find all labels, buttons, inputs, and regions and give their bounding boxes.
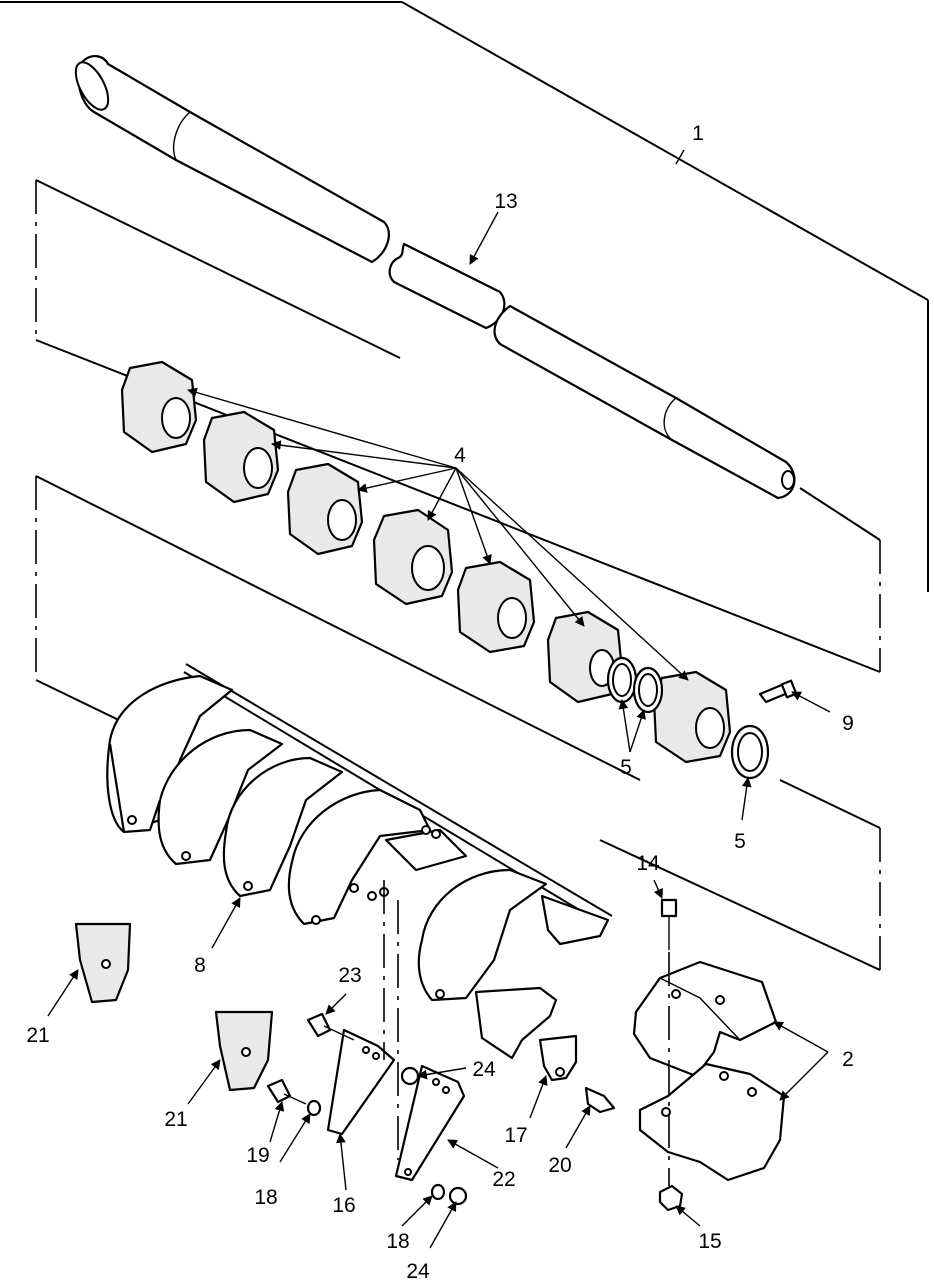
ring-5c [730,724,770,780]
hex-bushing-2 [202,410,280,504]
washer-18a [306,1099,322,1117]
knife-21b [214,1010,274,1092]
callout-5b: 5 [734,830,746,853]
callout-17: 17 [504,1124,527,1147]
callout-14: 14 [636,852,660,875]
hex-bushing-4 [372,508,454,606]
callout-24b: 24 [406,1260,430,1283]
nut-24a [400,1066,420,1086]
hex-bushing-7 [652,670,732,764]
callout-23: 23 [338,964,361,987]
callout-1: 1 [692,122,704,145]
ring-5b [632,666,664,714]
knife-21a [74,922,132,1004]
callout-4: 4 [454,444,466,467]
bolt-19 [266,1078,307,1105]
paddle-17 [538,1034,578,1082]
callout-20: 20 [548,1154,571,1177]
callout-5a: 5 [620,756,632,779]
callout-13: 13 [494,190,517,213]
hex-bushing-3 [286,462,364,556]
washer-18b [430,1183,446,1201]
callout-24a: 24 [472,1058,496,1081]
bracket-16 [326,1028,396,1136]
hex-bushing-5 [456,560,536,654]
leader-lines [47,149,831,1249]
ring-5a [606,656,638,704]
callout-21a: 21 [26,1024,49,1047]
split-sprocket-upper [632,960,778,1078]
shaft-middle-section [388,242,506,330]
callout-19: 19 [246,1144,269,1167]
callout-18b: 18 [386,1230,409,1253]
auger-flighting [106,663,613,1002]
callout-15: 15 [698,1230,721,1253]
callout-9: 9 [842,712,854,735]
auger-shaft [74,55,390,264]
bolt-23 [306,1012,355,1041]
shaft-end-section [493,304,796,500]
callout-18a: 18 [254,1186,277,1209]
callout-16: 16 [332,1194,355,1217]
callout-8: 8 [194,954,206,977]
bolt-14 [660,898,678,950]
nut-24b [448,1186,468,1206]
nut-15 [658,1184,684,1212]
callout-21b: 21 [164,1108,187,1131]
bracket-22 [394,1064,466,1182]
split-sprocket-lower [638,1062,786,1182]
callout-2: 2 [842,1048,854,1071]
assembly-bracket-1 [0,1,929,592]
bracket-flighting [35,475,881,971]
bolt-20 [584,1086,616,1114]
hex-bushing-1 [120,360,198,454]
bracket-17-plate [474,986,558,1060]
bolt-9 [758,679,798,704]
callout-22: 22 [492,1168,515,1191]
